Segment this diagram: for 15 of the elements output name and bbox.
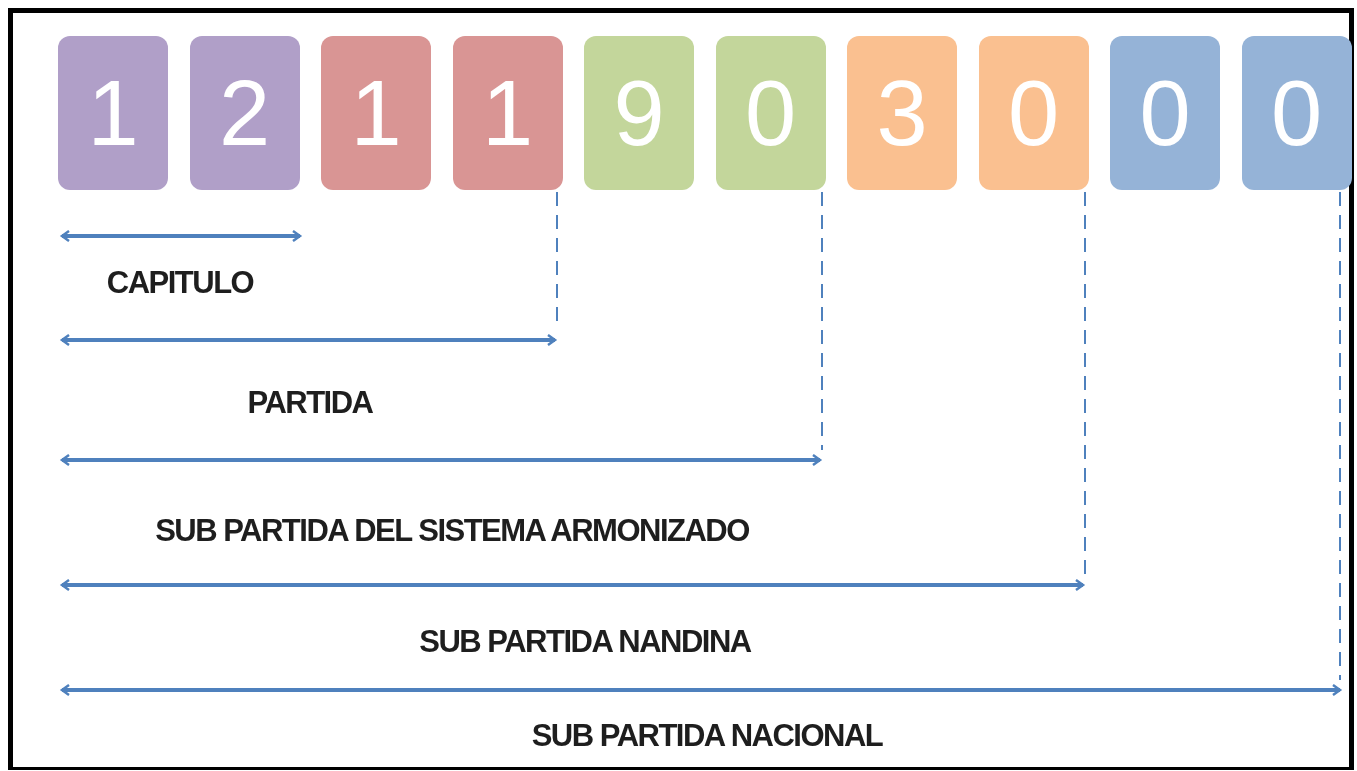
digit-tile: 0 — [978, 36, 1089, 190]
span-label: SUB PARTIDA NANDINA — [419, 624, 751, 660]
span-label: CAPITULO — [106, 265, 254, 301]
digit-tile: 1 — [321, 36, 431, 190]
digit-tile: 3 — [847, 36, 957, 190]
span-label: SUB PARTIDA DEL SISTEMA ARMONIZADO — [155, 513, 749, 549]
digit-tile: 2 — [189, 36, 300, 190]
digit-tile: 9 — [584, 36, 694, 190]
span-label: PARTIDA — [247, 385, 373, 421]
digit-tile: 0 — [1110, 36, 1220, 190]
digit-tile: 1 — [452, 36, 563, 190]
digit-tile: 0 — [1241, 36, 1352, 190]
digit-tile: 0 — [715, 36, 826, 190]
span-label: SUB PARTIDA NACIONAL — [531, 718, 883, 754]
digit-tile: 1 — [58, 36, 168, 190]
